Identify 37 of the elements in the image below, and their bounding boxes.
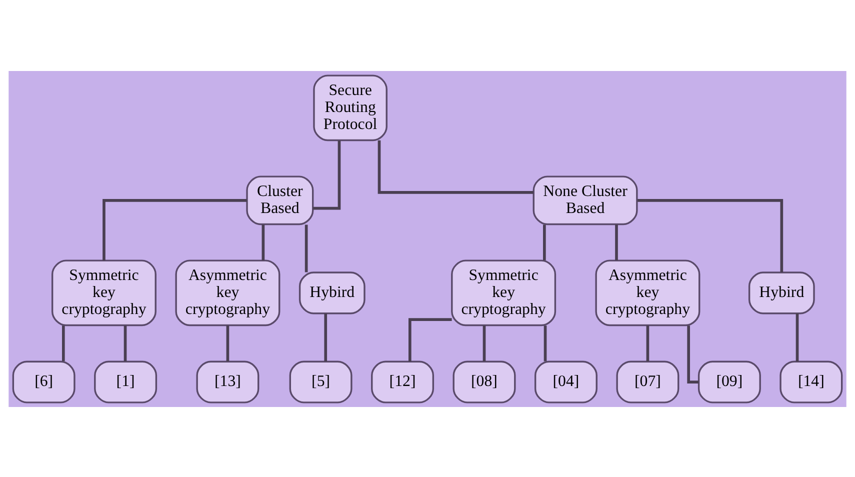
connector	[687, 325, 698, 383]
connector	[304, 224, 308, 272]
node-box: [13]	[196, 360, 260, 403]
node-box: [1]	[94, 360, 158, 403]
node-box: [6]	[12, 360, 76, 403]
connector	[324, 313, 328, 361]
node-box: Symmetric key cryptography	[451, 259, 556, 326]
node-box: [12]	[371, 360, 434, 403]
connector	[637, 198, 784, 272]
connector	[543, 224, 546, 260]
connector	[646, 325, 650, 361]
connector	[124, 325, 127, 361]
node-box: [07]	[616, 360, 680, 403]
connector	[102, 198, 247, 260]
connector	[378, 140, 534, 194]
node-box: Cluster Based	[246, 175, 314, 225]
node-box: None Cluster Based	[532, 175, 638, 225]
node-box: Hybird	[748, 271, 815, 314]
node-box: Hybird	[298, 271, 366, 314]
node-box: [14]	[780, 360, 843, 403]
node-box: Secure Routing Protocol	[313, 74, 388, 141]
node-box: [04]	[534, 360, 598, 403]
connector	[482, 325, 486, 361]
node-box: Asymmetric key cryptography	[595, 259, 700, 326]
connector	[408, 318, 452, 362]
connector	[62, 325, 65, 361]
connector	[544, 325, 547, 361]
connector	[615, 224, 618, 260]
connector	[796, 313, 799, 361]
connector	[313, 140, 341, 210]
node-box: Asymmetric key cryptography	[175, 259, 280, 326]
node-box: [5]	[289, 360, 352, 403]
connector	[226, 325, 230, 361]
node-box: Symmetric key cryptography	[51, 259, 156, 326]
connector	[262, 224, 265, 260]
node-box: [08]	[452, 360, 516, 403]
node-box: [09]	[698, 360, 761, 403]
